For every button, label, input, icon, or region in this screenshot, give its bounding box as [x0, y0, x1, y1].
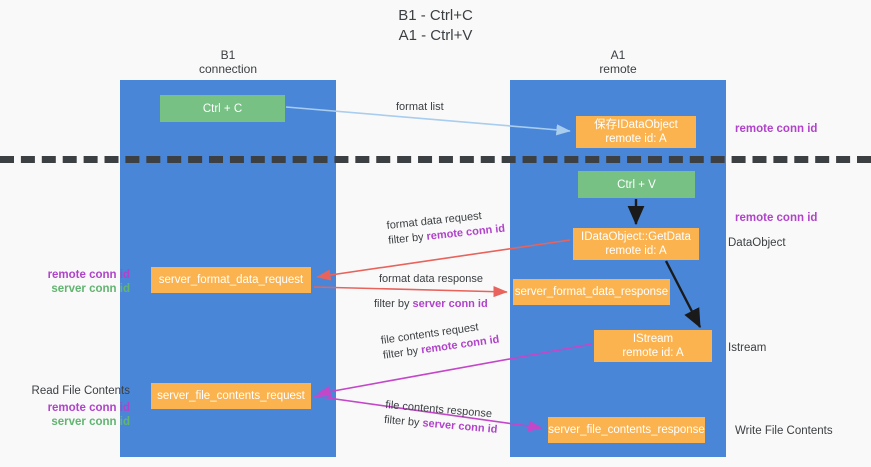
annotation-left-server-conn-id: server conn id: [51, 283, 130, 295]
title-line-1: B1 - Ctrl+C: [398, 7, 473, 24]
annotation-left-conn-ids-top: remote conn id server conn id: [22, 268, 130, 296]
annotation-left-read-file-contents: Read File Contents: [31, 385, 130, 397]
column-b1-sub: connection: [198, 62, 258, 76]
annotation-right-remote-conn-id-top: remote conn id: [735, 123, 818, 135]
node-server-format-data-response[interactable]: server_format_data_response: [513, 279, 670, 305]
node-server-format-data-request-label: server_format_data_request: [158, 274, 304, 286]
node-ctrl-v[interactable]: Ctrl + V: [578, 171, 695, 198]
label-format-data-response-filter: filter by server conn id: [374, 297, 488, 312]
label-file-contents-response: file contents response filter by server …: [383, 398, 499, 438]
node-server-format-data-response-label: server_format_data_response: [514, 286, 669, 298]
label-format-list: format list: [396, 101, 444, 113]
node-getdata-title: IDataObject::GetData: [581, 231, 691, 243]
node-idataobject-getdata[interactable]: IDataObject::GetData remote id: A: [573, 228, 699, 260]
annotation-right-remote-conn-id-mid: remote conn id: [735, 212, 818, 224]
label-format-data-response-filter-key: server conn id: [412, 298, 488, 310]
node-istream-remote-id: remote id: A: [622, 347, 684, 359]
annotation-left-remote-conn-id-2: remote conn id: [47, 402, 130, 414]
lane-b1-lower: [120, 160, 336, 457]
column-a1-sub: remote: [599, 62, 637, 76]
label-format-data-response: format data response: [379, 273, 483, 285]
node-save-idataobject[interactable]: 保存IDataObject remote id: A: [576, 116, 696, 148]
title-line-2: A1 - Ctrl+V: [398, 27, 473, 44]
node-server-file-contents-request[interactable]: server_file_contents_request: [151, 383, 311, 409]
lane-a1-lower: [510, 160, 726, 457]
label-format-data-request-filter-prefix: filter by: [387, 230, 428, 247]
node-ctrl-c-label: Ctrl + C: [202, 102, 243, 115]
phase-divider: [0, 156, 871, 163]
node-ctrl-c[interactable]: Ctrl + C: [160, 95, 285, 122]
column-header-b1: B1 connection: [120, 48, 336, 76]
node-getdata-remote-id: remote id: A: [605, 245, 667, 257]
node-save-idataobject-title: 保存IDataObject: [594, 119, 678, 131]
label-file-contents-request-filter-prefix: filter by: [382, 344, 423, 362]
arrow-format-data-response: [313, 286, 508, 298]
column-a1-name: A1: [610, 48, 626, 62]
label-file-contents-response-filter-prefix: filter by: [383, 413, 423, 430]
annotation-left-server-conn-id-2: server conn id: [51, 416, 130, 428]
node-server-file-contents-request-label: server_file_contents_request: [157, 390, 305, 402]
node-server-file-contents-response-label: server_file_contents_response: [548, 424, 705, 436]
label-file-contents-request: file contents request filter by remote c…: [380, 318, 500, 364]
annotation-right-write-file-contents: Write File Contents: [735, 425, 833, 437]
node-server-file-contents-response[interactable]: server_file_contents_response: [548, 417, 705, 443]
label-format-data-request: format data request filter by remote con…: [386, 207, 506, 249]
node-save-idataobject-remote-id: remote id: A: [605, 133, 667, 145]
node-istream-title: IStream: [632, 333, 674, 345]
annotation-left-conn-ids-bottom: remote conn id server conn id: [22, 401, 130, 429]
page-title: B1 - Ctrl+C A1 - Ctrl+V: [0, 6, 871, 46]
node-istream[interactable]: IStream remote id: A: [594, 330, 712, 362]
annotation-right-dataobject: DataObject: [728, 237, 786, 249]
annotation-left-remote-conn-id: remote conn id: [47, 269, 130, 281]
annotation-right-istream: Istream: [728, 342, 767, 354]
node-server-format-data-request[interactable]: server_format_data_request: [151, 267, 311, 293]
label-format-data-response-filter-prefix: filter by: [374, 298, 413, 310]
column-header-a1: A1 remote: [510, 48, 726, 76]
column-b1-name: B1: [220, 48, 236, 62]
node-ctrl-v-label: Ctrl + V: [617, 178, 656, 191]
